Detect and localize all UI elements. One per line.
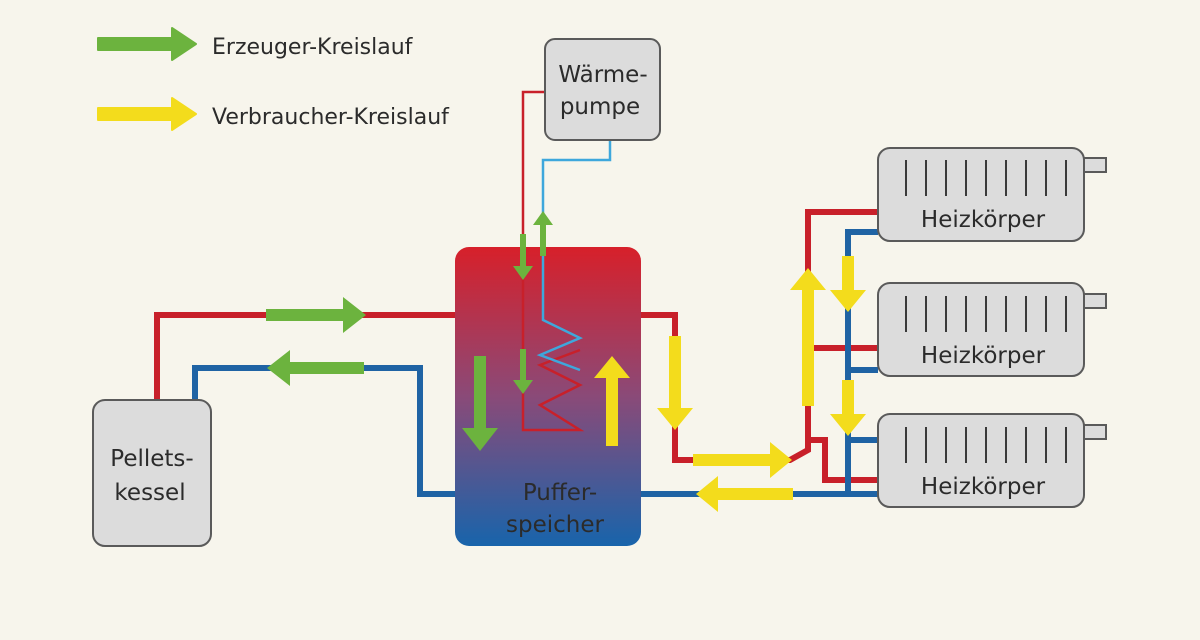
pellet-boiler-label-line1: Pellets- xyxy=(110,446,193,472)
buffer-tank: Puffer- speicher xyxy=(455,247,641,546)
producer-legend-arrow-icon xyxy=(97,27,197,61)
radiator-3-label: Heizkörper xyxy=(921,474,1046,500)
consumer-supply-arrow-down-icon xyxy=(657,336,693,430)
radiator-2: Heizkörper xyxy=(877,282,1107,377)
buffer-tank-label-line1: Puffer- xyxy=(523,480,597,506)
radiator-3: Heizkörper xyxy=(877,413,1107,508)
coil-arrow-down-icon xyxy=(513,349,533,394)
producer-legend-label: Erzeuger-Kreislauf xyxy=(212,35,414,60)
consumer-supply-arrow-right-icon xyxy=(693,442,792,478)
consumer-legend-arrow-icon xyxy=(97,97,197,131)
pellet-boiler: Pellets- kessel xyxy=(92,399,212,547)
consumer-return-arrow-down-1-icon xyxy=(830,256,866,312)
producer-flow-arrows xyxy=(266,211,553,451)
consumer-flow-arrows xyxy=(594,256,866,512)
heatpump-arrow-up-icon xyxy=(533,211,553,256)
consumer-tank-arrow-up-icon xyxy=(594,356,630,446)
pellet-boiler-label-line2: kessel xyxy=(114,480,185,506)
radiator-1: Heizkörper xyxy=(877,147,1107,242)
heatpump-arrow-down-icon xyxy=(513,234,533,280)
heat-pump-label-line1: Wärme- xyxy=(558,62,647,88)
legend: Erzeuger-Kreislauf Verbraucher-Kreislauf xyxy=(97,27,450,131)
consumer-legend-label: Verbraucher-Kreislauf xyxy=(212,105,450,130)
radiator-1-label: Heizkörper xyxy=(921,207,1046,233)
consumer-return-arrow-down-2-icon xyxy=(830,380,866,436)
radiator-2-label: Heizkörper xyxy=(921,343,1046,369)
buffer-tank-label-line2: speicher xyxy=(506,512,604,538)
heat-pump-label-line2: pumpe xyxy=(560,94,640,120)
consumer-return-arrow-left-icon xyxy=(696,476,793,512)
producer-arrow-left-icon xyxy=(267,350,364,386)
producer-arrow-right-icon xyxy=(266,297,366,333)
heat-pump: Wärme- pumpe xyxy=(544,38,661,141)
producer-arrow-down-icon xyxy=(462,356,498,451)
consumer-riser-arrow-up-icon xyxy=(790,268,826,406)
